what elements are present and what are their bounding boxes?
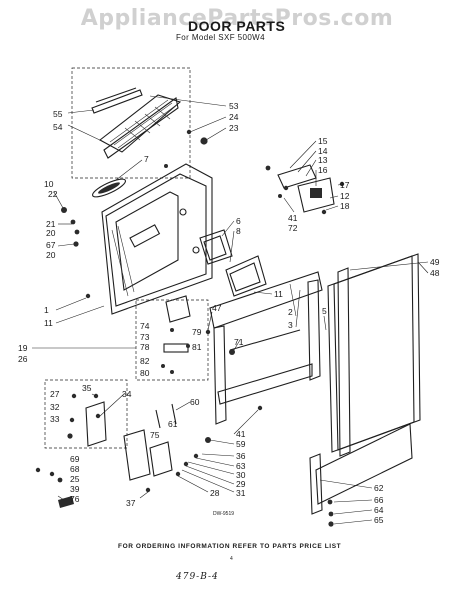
callout: 11: [44, 318, 53, 328]
fastener-24: [186, 129, 192, 135]
callout: 30: [236, 470, 246, 480]
drawing-reference: DW-9519: [213, 511, 235, 517]
callout: 25: [70, 474, 80, 484]
grille-bar: [91, 87, 143, 114]
callout: 24: [229, 112, 239, 122]
callout: 47: [212, 303, 222, 313]
callout: 78: [140, 342, 150, 352]
grille-group-box: [71, 67, 191, 179]
callout: 61: [168, 419, 178, 429]
callout: 41: [236, 429, 246, 439]
callout: 49: [430, 257, 440, 267]
watermark: AppliancePartsPros.com: [80, 6, 394, 31]
callout: 54: [53, 122, 63, 132]
page-subtitle: For Model SXF 500W4: [176, 33, 265, 42]
fastener-23: [200, 137, 208, 145]
hinge-parts: [67, 393, 107, 447]
callout: 63: [236, 461, 246, 471]
leader-lines: [32, 95, 429, 525]
callout: 72: [288, 223, 298, 233]
callout: 5: [322, 306, 327, 316]
callout: 59: [236, 439, 246, 449]
callout: 31: [236, 488, 246, 498]
callout: 20: [46, 250, 56, 260]
callout: 26: [18, 354, 28, 364]
callout: 13: [318, 155, 328, 165]
callout: 68: [70, 464, 80, 474]
callout: 66: [374, 495, 384, 505]
callout: 28: [210, 488, 220, 498]
hinge-group-box: [44, 379, 128, 449]
callout: 53: [229, 101, 239, 111]
callout: 76: [70, 494, 80, 504]
door-frame: [209, 271, 323, 425]
callout: 32: [50, 402, 60, 412]
callout: 71: [234, 337, 244, 347]
callout: 3: [288, 320, 293, 330]
outer-door-panel: [327, 253, 421, 457]
callout: 69: [70, 454, 80, 464]
callout: 29: [236, 479, 246, 489]
callout: 34: [122, 389, 132, 399]
callout: 33: [50, 414, 60, 424]
callout: 27: [50, 389, 60, 399]
part-callouts: 55 54 53 24 23 7 15 14 13 16 17 12 18 41…: [18, 101, 440, 525]
callout: 64: [374, 505, 384, 515]
callout: 23: [229, 123, 239, 133]
callout: 73: [140, 332, 150, 342]
callout: 74: [140, 321, 150, 331]
left-fasteners: [61, 207, 91, 299]
callout: 65: [374, 515, 384, 525]
page-number: 4: [230, 556, 233, 562]
callout: 62: [374, 483, 384, 493]
inner-door-panel: [101, 163, 213, 315]
handle-part-7: [92, 178, 126, 198]
callout: 41: [288, 213, 298, 223]
callout: 16: [318, 165, 328, 175]
callout: 14: [318, 146, 328, 156]
toe-panel: [309, 423, 413, 527]
callout: 17: [340, 180, 350, 190]
callout: 2: [288, 307, 293, 317]
callout: 67: [46, 240, 56, 250]
callout: 82: [140, 356, 150, 366]
fastener-7b: [164, 164, 168, 168]
middle-small-parts: [155, 329, 263, 477]
callout: 48: [430, 268, 440, 278]
callout: 55: [53, 109, 63, 119]
callout: 6: [236, 216, 241, 226]
handwritten-note: 479-B-4: [176, 572, 219, 582]
dispenser-cups: [199, 229, 267, 297]
grille-panel: [98, 94, 182, 159]
callout: 12: [340, 191, 350, 201]
callout: 8: [236, 226, 241, 236]
callout: 22: [48, 189, 58, 199]
callout: 35: [82, 383, 92, 393]
hinge-arm: [123, 429, 173, 481]
callout: 21: [46, 219, 56, 229]
ordering-footer: FOR ORDERING INFORMATION REFER TO PARTS …: [118, 543, 342, 550]
latch-assembly: [265, 164, 345, 215]
callout: 60: [190, 397, 200, 407]
callout: 39: [70, 484, 80, 494]
callout: 37: [126, 498, 136, 508]
callout: 36: [236, 451, 246, 461]
callout: 19: [18, 343, 28, 353]
callout: 11: [274, 289, 283, 299]
callout: 18: [340, 201, 350, 211]
callout: 10: [44, 179, 54, 189]
page-title: DOOR PARTS: [188, 18, 286, 34]
callout: 1: [44, 305, 49, 315]
callout: 75: [150, 430, 160, 440]
callout: 81: [192, 342, 202, 352]
callout: 79: [192, 327, 202, 337]
callout: 80: [140, 368, 150, 378]
callout: 7: [144, 154, 149, 164]
control-parts: [161, 295, 191, 374]
callout: 15: [318, 136, 328, 146]
callout: 20: [46, 228, 56, 238]
